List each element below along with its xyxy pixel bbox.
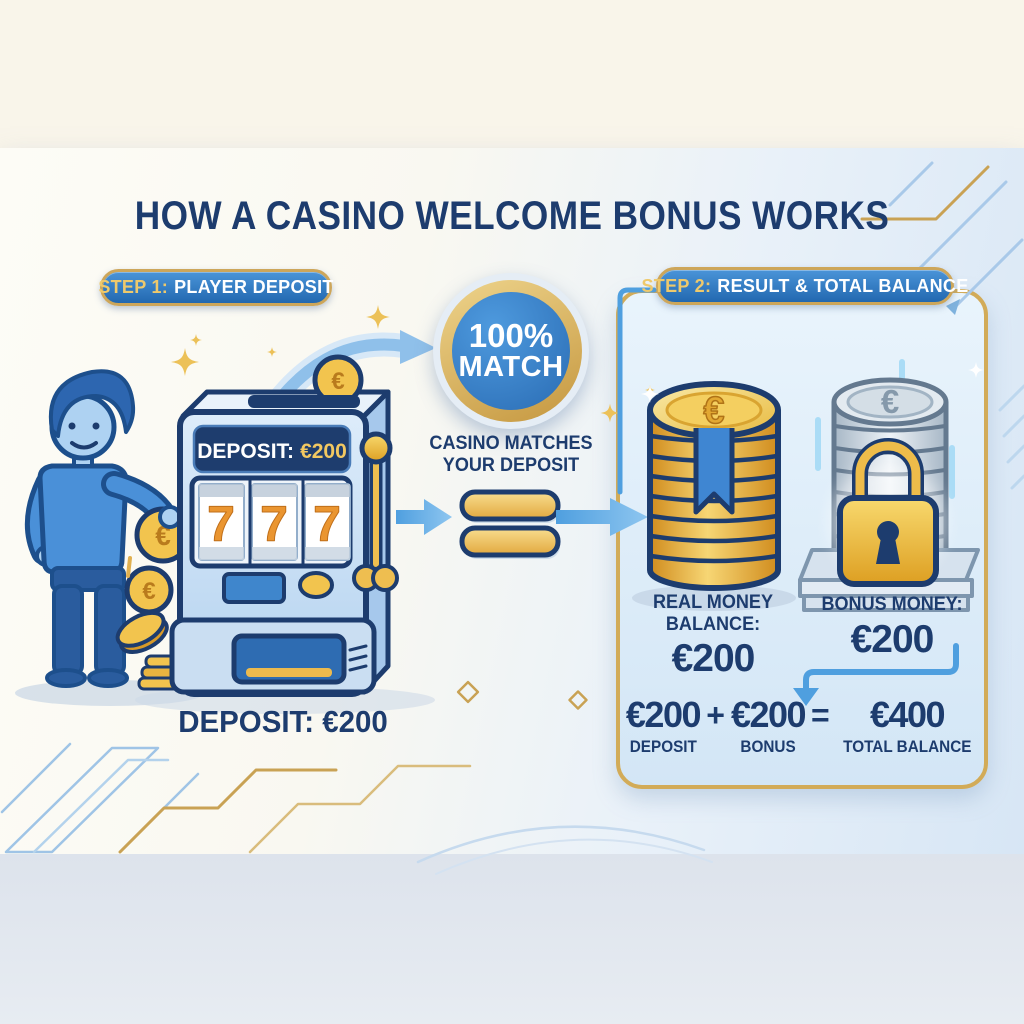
real-money-balance: REAL MONEY BALANCE: €200: [627, 592, 799, 681]
formula-deposit: €200 DEPOSIT: [625, 694, 702, 756]
step2-banner-prefix: STEP 2:: [641, 275, 712, 296]
match-badge-face: 100% MATCH: [452, 292, 570, 410]
balance-formula: €200 DEPOSIT + €200 BONUS = €400 TOTAL B…: [620, 696, 984, 757]
match-badge-gold-ring: 100% MATCH: [440, 280, 582, 422]
step1-banner-prefix: STEP 1:: [98, 277, 169, 297]
formula-total: €400 TOTAL BALANCE: [842, 694, 972, 756]
equals-sign: =: [811, 697, 830, 733]
match-caption: CASINO MATCHES YOUR DEPOSIT: [429, 433, 593, 477]
match-word: MATCH: [458, 351, 564, 384]
formula-bonus: €200 BONUS: [730, 694, 807, 756]
bonus-money-balance: BONUS MONEY: €200: [800, 594, 984, 662]
page-title: HOW A CASINO WELCOME BONUS WORKS: [134, 194, 890, 238]
real-money-value: €200: [671, 637, 756, 681]
step2-banner: STEP 2: RESULT & TOTAL BALANCE: [641, 267, 968, 305]
background-footer: [0, 854, 1024, 1024]
bonus-money-value: €200: [850, 617, 935, 661]
plus-sign: +: [706, 697, 725, 733]
deposit-caption: DEPOSIT: €200: [178, 704, 388, 739]
step1-banner-title: PLAYER DEPOSIT: [174, 277, 334, 297]
step2-banner-title: RESULT & TOTAL BALANCE: [717, 275, 969, 296]
match-percent: 100%: [468, 317, 554, 355]
step1-banner: STEP 1: PLAYER DEPOSIT: [98, 269, 334, 306]
match-badge: 100% MATCH: [433, 273, 589, 429]
